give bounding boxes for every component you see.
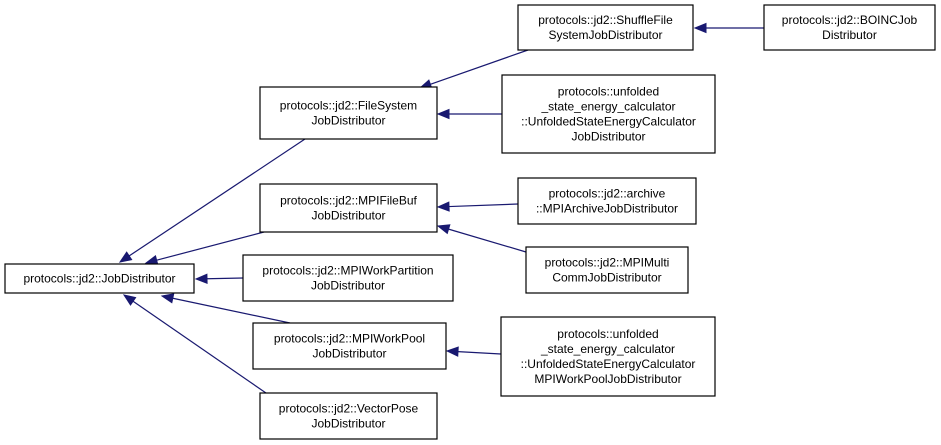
edge-mpiworkpool-to-jobdistributor <box>160 293 291 324</box>
node-label-line: protocols::jd2::MPIFileBuf <box>280 194 417 208</box>
edge-line <box>448 228 527 253</box>
node-label-line: JobDistributor <box>311 417 385 431</box>
edge-archive-to-mpifilebuf <box>436 201 519 212</box>
edges-layer <box>118 22 764 394</box>
node-box <box>500 316 716 397</box>
node-box <box>517 177 697 225</box>
edge-line <box>448 203 519 208</box>
node-label-line: protocols::jd2::FileSystem <box>280 99 417 113</box>
node-label-line: _state_energy_calculator <box>540 342 675 356</box>
node-label-line: SystemJobDistributor <box>548 28 662 42</box>
node-label-line: JobDistributor <box>311 209 385 223</box>
node-box <box>763 4 936 51</box>
node-label-line: protocols::jd2::MPIMulti <box>545 256 670 270</box>
node-label-line: JobDistributor <box>311 279 385 293</box>
node-box <box>4 263 195 294</box>
node-label-line: protocols::jd2::JobDistributor <box>23 272 175 286</box>
edge-filesystem-to-jobdistributor <box>118 138 306 263</box>
arrowhead-icon <box>118 251 133 263</box>
node-label-line: ::MPIArchiveJobDistributor <box>536 202 678 216</box>
node-label-line: CommJobDistributor <box>552 271 661 285</box>
node-label-line: protocols::jd2::MPIWorkPartition <box>262 264 433 278</box>
arrowhead-icon <box>445 346 459 357</box>
node-unfolded_fs[interactable]: protocols::unfolded_state_energy_calcula… <box>501 74 716 154</box>
arrowhead-icon <box>160 293 175 304</box>
node-label-line: protocols::jd2::ShuffleFile <box>538 13 673 27</box>
node-shufflefile[interactable]: protocols::jd2::ShuffleFileSystemJobDist… <box>517 4 694 51</box>
node-box <box>525 246 689 294</box>
edge-unfolded_pool-to-mpiworkpool <box>445 346 502 357</box>
node-box <box>259 183 438 233</box>
node-label-line: protocols::jd2::MPIWorkPool <box>274 332 425 346</box>
node-mpiworkpartition[interactable]: protocols::jd2::MPIWorkPartitionJobDistr… <box>242 254 454 302</box>
edge-line <box>206 277 244 280</box>
arrowhead-icon <box>122 294 137 306</box>
edge-line <box>430 49 529 85</box>
node-label-line: _state_energy_calculator <box>540 100 675 114</box>
node-label-line: MPIWorkPoolJobDistributor <box>534 372 681 386</box>
edge-line <box>457 351 502 355</box>
edge-line <box>172 297 291 324</box>
node-label-line: Distributor <box>822 28 877 42</box>
node-unfolded_pool[interactable]: protocols::unfolded_state_energy_calcula… <box>500 316 716 397</box>
node-box <box>259 86 438 140</box>
node-box <box>242 254 454 302</box>
node-label-line: JobDistributor <box>311 114 385 128</box>
node-archive[interactable]: protocols::jd2::archive::MPIArchiveJobDi… <box>517 177 697 225</box>
node-label-line: JobDistributor <box>571 130 645 144</box>
node-label-line: ::UnfoldedStateEnergyCalculator <box>521 115 696 129</box>
node-label-line: protocols::jd2::BOINCJob <box>782 13 918 27</box>
arrowhead-icon <box>436 201 450 212</box>
arrowhead-icon <box>436 108 450 120</box>
edge-vectorpose-to-jobdistributor <box>122 294 267 394</box>
edge-mpimulti-to-mpifilebuf <box>436 224 527 253</box>
node-label-line: protocols::jd2::archive <box>549 187 666 201</box>
node-mpimulti[interactable]: protocols::jd2::MPIMultiCommJobDistribut… <box>525 246 689 294</box>
edge-line <box>156 231 265 261</box>
edge-boinc-to-shufflefile <box>693 22 764 34</box>
node-box <box>259 392 438 440</box>
arrowhead-icon <box>436 224 451 235</box>
node-label-line: protocols::jd2::VectorPose <box>279 402 419 416</box>
node-box <box>501 74 716 154</box>
edge-line <box>132 300 267 394</box>
arrowhead-icon <box>693 22 707 34</box>
arrowhead-icon <box>144 255 159 266</box>
edge-unfolded_fs-to-filesystem <box>436 108 502 120</box>
edge-mpiworkpartition-to-jobdistributor <box>194 273 244 284</box>
arrowhead-icon <box>194 273 208 284</box>
nodes-layer: protocols::jd2::JobDistributorprotocols:… <box>4 4 936 440</box>
node-box <box>517 4 694 51</box>
edge-line <box>128 138 306 257</box>
node-box <box>252 322 447 370</box>
node-label-line: protocols::unfolded <box>557 327 658 341</box>
node-jobdistributor[interactable]: protocols::jd2::JobDistributor <box>4 263 195 294</box>
node-mpiworkpool[interactable]: protocols::jd2::MPIWorkPoolJobDistributo… <box>252 322 447 370</box>
node-label-line: ::UnfoldedStateEnergyCalculator <box>521 357 696 371</box>
node-label-line: JobDistributor <box>312 347 386 361</box>
node-label-line: protocols::unfolded <box>558 85 659 99</box>
